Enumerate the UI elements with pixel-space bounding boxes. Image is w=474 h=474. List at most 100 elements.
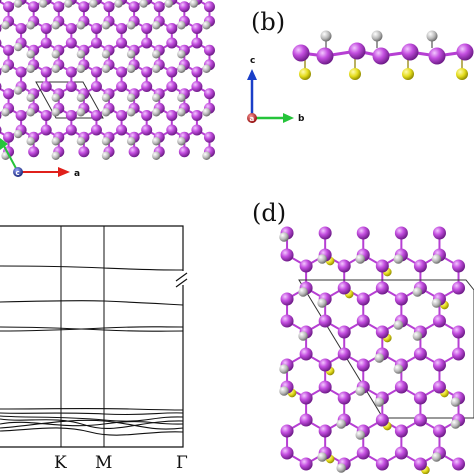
hydrogen-atom (26, 137, 35, 146)
lattice-atom (40, 124, 52, 136)
hydrogen-atom (317, 452, 327, 462)
lattice-atom (299, 457, 313, 471)
lattice-atom (394, 380, 408, 394)
lattice-atom (394, 292, 408, 306)
band-line (0, 415, 184, 422)
lattice-atom (40, 66, 52, 78)
lattice-atom (452, 457, 466, 471)
lattice-atom (452, 281, 466, 295)
lattice-atom (318, 358, 332, 372)
kpoint-label-k: K (54, 453, 67, 473)
lattice-atom (28, 1, 40, 13)
lattice-atom (90, 81, 102, 92)
lattice-atom (3, 1, 15, 13)
hydrogen-atom (51, 64, 60, 73)
hydrogen-atom (126, 93, 136, 102)
hydrogen-atom (126, 50, 136, 59)
hydrogen-atom (26, 93, 35, 102)
lattice-atom (375, 325, 389, 339)
hydrogen-atom (298, 331, 308, 341)
lattice-atom (413, 347, 427, 361)
lattice-atom (337, 259, 351, 273)
origin-label: a (250, 115, 255, 123)
lattice-atom (166, 110, 178, 121)
hydrogen-atom (76, 93, 86, 102)
lattice-atom (394, 424, 408, 438)
lattice-atom (356, 314, 370, 328)
hydrogen-atom (450, 419, 461, 429)
lattice-atom (280, 292, 294, 306)
hydrogen-atom (152, 108, 161, 117)
lattice-atom (203, 88, 215, 100)
lattice-atom (90, 37, 102, 49)
hydrogen-atom (139, 0, 148, 8)
hydrogen-atom (13, 129, 23, 139)
hydrogen-atom (76, 137, 86, 146)
lattice-atom (0, 0, 2, 4)
hydrogen-atom (355, 254, 366, 264)
panel-d-label: (d) (252, 199, 286, 227)
hydrogen-atom (101, 21, 111, 30)
lattice-atom (116, 37, 128, 49)
lattice-atom (78, 1, 90, 13)
kpoint-label-gamma: Γ (176, 453, 188, 473)
lattice-atom (0, 111, 2, 120)
lattice-atom (394, 446, 408, 460)
hydrogen-atom (76, 50, 86, 59)
lattice-atom (280, 446, 294, 460)
chain-atom (348, 42, 366, 60)
hydrogen-atom (51, 108, 60, 117)
hydrogen-atom (374, 397, 385, 407)
axis-break-gap (178, 271, 188, 285)
b-axis-label: b (298, 114, 305, 124)
hydrogen-atom (317, 254, 327, 264)
hydrogen-atom (317, 298, 327, 308)
lattice-atom (65, 37, 77, 49)
hydrogen-atom (152, 64, 161, 73)
kpoint-label-m: M (95, 453, 112, 473)
chain-atom (316, 47, 334, 65)
hydrogen-atom (126, 64, 136, 73)
hydrogen-atom (393, 320, 404, 330)
panel-d-bonds (286, 233, 460, 465)
hydrogen-atom (412, 331, 423, 341)
hydrogen-atom (89, 0, 98, 8)
lattice-atom (141, 37, 153, 49)
lattice-atom (375, 457, 389, 471)
lattice-atom (413, 391, 427, 405)
hydrogen-atom (26, 50, 35, 59)
lattice-atom (0, 126, 2, 134)
lattice-atom (0, 24, 2, 33)
hydrogen-atom (101, 93, 111, 102)
band-line (0, 419, 184, 430)
lattice-atom (90, 110, 102, 121)
band-line (0, 265, 184, 271)
lattice-atom (432, 380, 446, 394)
lattice-atom (128, 1, 140, 13)
lattice-atom (375, 281, 389, 295)
lattice-atom (280, 314, 294, 328)
hydrogen-atom (202, 151, 211, 160)
origin-marker (13, 167, 23, 177)
lattice-atom (90, 124, 102, 136)
panel-b-side-view: (b) a c b (247, 8, 474, 124)
lattice-atom (299, 347, 313, 361)
lattice-atom (15, 110, 27, 121)
lattice-atom (53, 1, 65, 13)
band-line (0, 300, 184, 306)
lattice-atom (0, 39, 2, 47)
lattice-atom (191, 37, 203, 49)
hydrogen-atom (76, 21, 86, 30)
chain-atom (428, 47, 446, 65)
chain-atom (401, 43, 419, 61)
lattice-atom (280, 424, 294, 438)
hydrogen-atom (202, 21, 211, 30)
lattice-atom (191, 124, 203, 136)
lattice-atom (40, 110, 52, 121)
lattice-atom (0, 68, 2, 76)
hydrogen-atom (26, 64, 35, 73)
hydrogen-atom (51, 50, 60, 59)
hydrogen-atom (355, 430, 366, 440)
lattice-atom (3, 131, 15, 143)
